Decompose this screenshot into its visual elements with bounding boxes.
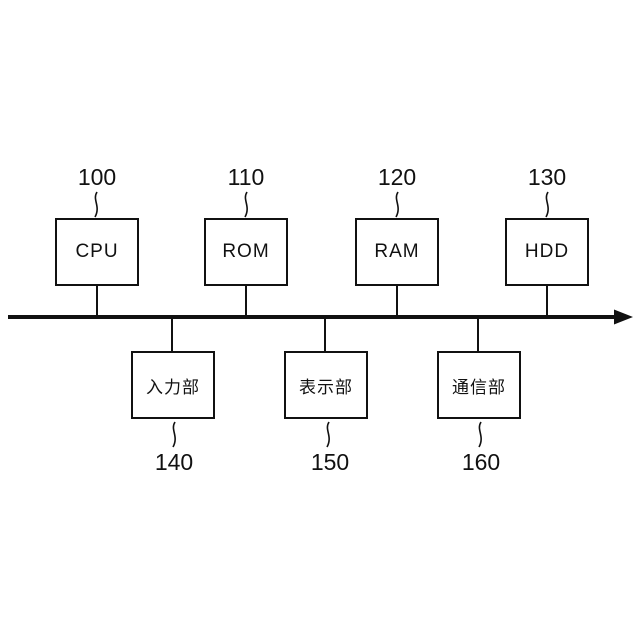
ref-label-130: 130 (527, 164, 567, 190)
block-hdd-label: HDD (524, 241, 570, 262)
block-comm-unit: 通信部 (437, 351, 521, 419)
ref-label-140: 140 (154, 449, 194, 475)
connector-bus-input (171, 319, 173, 351)
connector-ram-bus (396, 286, 398, 316)
leader-squiggle-130 (545, 191, 549, 218)
block-cpu: CPU (55, 218, 139, 286)
block-cpu-label: CPU (75, 241, 119, 262)
block-input-unit-label: 入力部 (146, 377, 200, 397)
block-ram: RAM (355, 218, 439, 286)
block-hdd: HDD (505, 218, 589, 286)
block-display-unit: 表示部 (284, 351, 368, 419)
ref-label-120: 120 (377, 164, 417, 190)
leader-squiggle-140 (172, 421, 176, 448)
connector-cpu-bus (96, 286, 98, 316)
ref-label-110: 110 (227, 164, 265, 190)
block-comm-unit-label: 通信部 (452, 377, 506, 397)
block-rom-label: ROM (222, 241, 270, 262)
leader-squiggle-110 (244, 191, 248, 218)
block-rom: ROM (204, 218, 288, 286)
connector-hdd-bus (546, 286, 548, 316)
ref-label-100: 100 (77, 164, 117, 190)
block-display-unit-label: 表示部 (299, 377, 353, 397)
leader-squiggle-150 (326, 421, 330, 448)
ref-label-160: 160 (461, 449, 501, 475)
connector-bus-display (324, 319, 326, 351)
bus-arrow (8, 309, 633, 325)
leader-squiggle-120 (395, 191, 399, 218)
leader-squiggle-160 (478, 421, 482, 448)
connector-bus-comm (477, 319, 479, 351)
block-ram-label: RAM (374, 241, 420, 262)
connector-rom-bus (245, 286, 247, 316)
leader-squiggle-100 (94, 191, 98, 218)
ref-label-150: 150 (310, 449, 350, 475)
block-input-unit: 入力部 (131, 351, 215, 419)
